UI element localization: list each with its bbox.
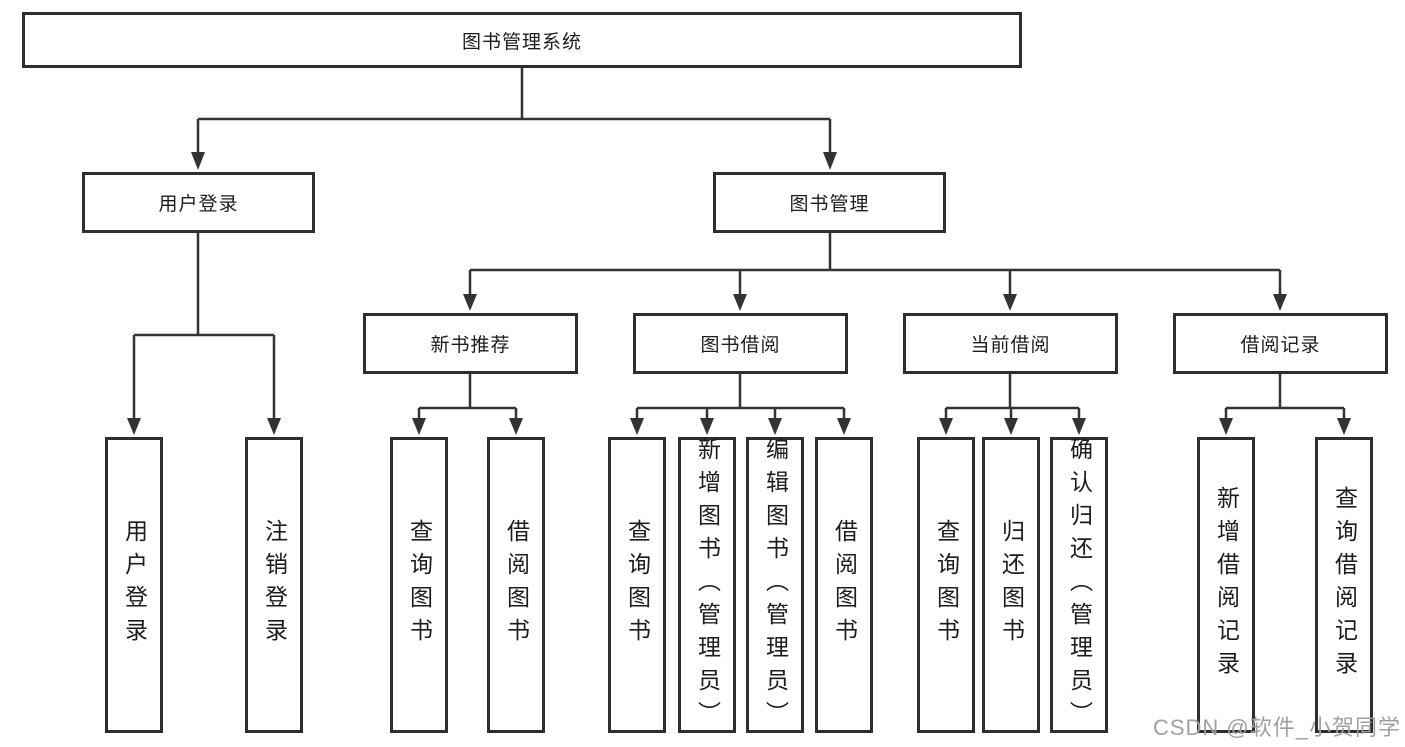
leaf-add-books-admin-label: 新增图书（管理员） <box>694 436 721 734</box>
leaf-return-books: 归还图书 <box>982 437 1040 733</box>
leaf-current-query-books: 查询图书 <box>917 437 975 733</box>
leaf-confirm-return-admin: 确认归还（管理员） <box>1050 436 1108 734</box>
node-new-books-label: 新书推荐 <box>430 335 511 356</box>
csdn-watermark: CSDN @软件_小贺同学 <box>1152 715 1401 740</box>
leaf-user-login-label: 用户登录 <box>121 519 148 651</box>
leaf-borrow-books-label: 借阅图书 <box>831 519 858 651</box>
leaf-edit-books-admin: 编辑图书（管理员） <box>746 436 804 734</box>
node-root-label: 图书管理系统 <box>461 31 582 53</box>
node-borrow-records-label: 借阅记录 <box>1240 335 1321 356</box>
leaf-borrow-query-books-label: 查询图书 <box>624 519 651 651</box>
leaf-current-query-books-label: 查询图书 <box>933 519 960 651</box>
leaf-logout: 注销登录 <box>245 437 303 733</box>
node-borrow-records: 借阅记录 <box>1173 313 1388 374</box>
leaf-add-borrow-record: 新增借阅记录 <box>1197 437 1255 733</box>
node-root: 图书管理系统 <box>22 12 1022 68</box>
node-user-login-label: 用户登录 <box>158 194 239 215</box>
leaf-add-books-admin: 新增图书（管理员） <box>678 436 736 734</box>
node-book-borrow-label: 图书借阅 <box>700 335 781 356</box>
node-new-books: 新书推荐 <box>363 313 578 374</box>
leaf-user-login: 用户登录 <box>105 437 163 733</box>
leaf-new-query-books-label: 查询图书 <box>406 519 433 651</box>
leaf-query-borrow-record: 查询借阅记录 <box>1315 437 1373 733</box>
node-book-mgmt-label: 图书管理 <box>789 194 870 215</box>
leaf-add-borrow-record-label: 新增借阅记录 <box>1213 486 1240 684</box>
node-user-login: 用户登录 <box>82 172 315 233</box>
node-book-borrow: 图书借阅 <box>633 313 848 374</box>
leaf-logout-label: 注销登录 <box>261 519 288 651</box>
leaf-edit-books-admin-label: 编辑图书（管理员） <box>762 436 789 734</box>
leaf-new-borrow-books: 借阅图书 <box>487 437 545 733</box>
leaf-return-books-label: 归还图书 <box>998 519 1025 651</box>
node-book-mgmt: 图书管理 <box>713 172 946 233</box>
node-current-borrow: 当前借阅 <box>903 313 1118 374</box>
leaf-borrow-query-books: 查询图书 <box>608 437 666 733</box>
node-current-borrow-label: 当前借阅 <box>970 335 1051 356</box>
leaf-borrow-books: 借阅图书 <box>815 437 873 733</box>
leaf-new-borrow-books-label: 借阅图书 <box>503 519 530 651</box>
leaf-new-query-books: 查询图书 <box>390 437 448 733</box>
leaf-query-borrow-record-label: 查询借阅记录 <box>1331 486 1358 684</box>
leaf-confirm-return-admin-label: 确认归还（管理员） <box>1066 436 1093 734</box>
